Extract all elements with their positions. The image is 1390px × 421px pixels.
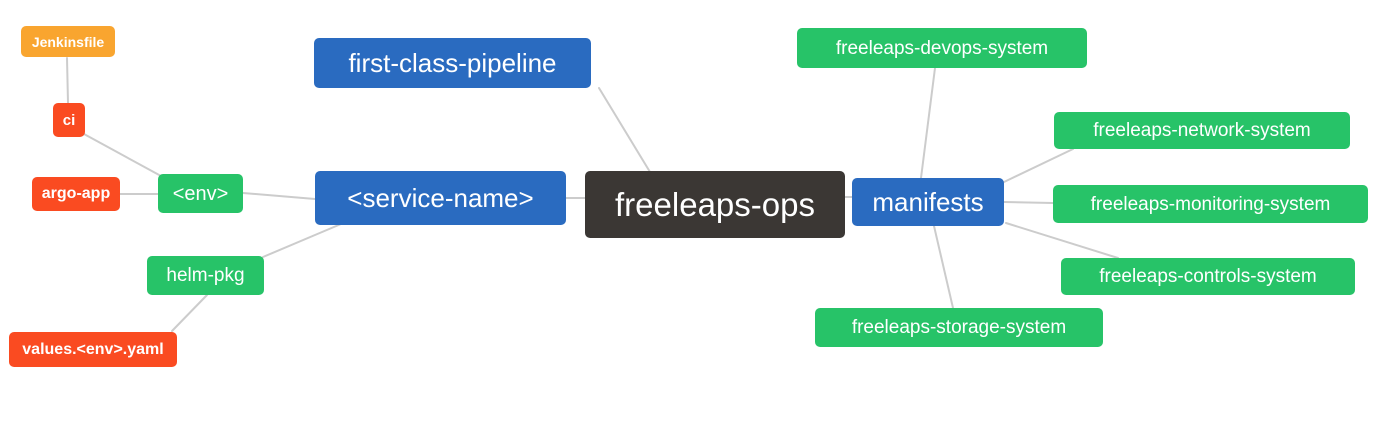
edge-env-servicename [242,192,316,200]
edge-values-helmpkg [171,294,208,332]
edge-manifests-controls [1005,222,1119,259]
node-manifests[interactable]: manifests [852,178,1004,226]
edge-manifests-network [1003,148,1074,183]
node-freeleaps-devops-system[interactable]: freeleaps-devops-system [797,28,1087,68]
edge-helmpkg-servicename [262,223,342,258]
node-freeleaps-network-system[interactable]: freeleaps-network-system [1054,112,1350,149]
node-env[interactable]: <env> [158,174,243,213]
edge-pipeline-ops [598,87,651,173]
node-freeleaps-ops-root[interactable]: freeleaps-ops [585,171,845,238]
edge-ci-env [83,133,162,177]
node-freeleaps-monitoring-system[interactable]: freeleaps-monitoring-system [1053,185,1368,223]
node-freeleaps-storage-system[interactable]: freeleaps-storage-system [815,308,1103,347]
edge-manifests-storage [933,225,954,309]
node-first-class-pipeline[interactable]: first-class-pipeline [314,38,591,88]
node-service-name[interactable]: <service-name> [315,171,566,225]
edge-jenkinsfile-ci [66,57,69,104]
node-values-env-yaml[interactable]: values.<env>.yaml [9,332,177,367]
node-argo-app[interactable]: argo-app [32,177,120,211]
node-jenkinsfile[interactable]: Jenkinsfile [21,26,115,57]
node-ci[interactable]: ci [53,103,85,137]
edge-manifests-devops [920,67,936,179]
node-freeleaps-controls-system[interactable]: freeleaps-controls-system [1061,258,1355,295]
edge-manifests-monitoring [1003,201,1054,204]
node-helm-pkg[interactable]: helm-pkg [147,256,264,295]
